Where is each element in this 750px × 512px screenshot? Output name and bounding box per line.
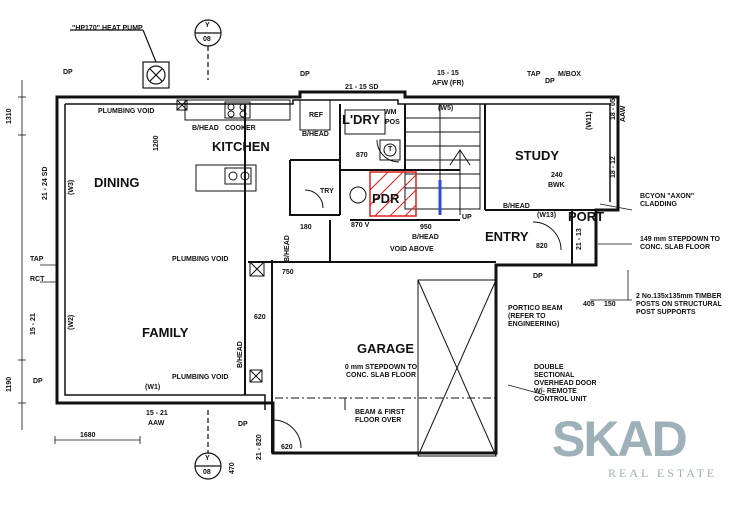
dim-750: 750 [282,269,294,276]
fr-top-label: AFW (FR) [432,80,464,87]
aaw-study-label: AAW [620,105,627,122]
logo-main-text: SKAD [552,411,688,467]
room-label-pdr: PDR [372,191,400,206]
window-w1: (W1) [145,384,161,391]
dim-240: 240 [551,172,563,179]
ref-label: REF [309,112,323,119]
door-swings [272,139,562,449]
heat-pump-label: "HP170" HEAT PUMP [72,25,143,32]
dp-label: DP [33,378,43,385]
room-label-garage: GARAGE [357,341,415,356]
tap-label-left: TAP [30,256,44,263]
section-top-letter: Y [205,22,210,29]
skad-real-estate-logo: SKAD REAL ESTATE [552,410,730,490]
room-label-port: PORT [568,209,605,224]
dp-label: DP [533,273,543,280]
aaw-study-2: 18 - 12 [610,156,617,178]
window-w11: (W11) [586,111,593,130]
rct-label: RCT [30,276,45,283]
bhead-label: B/HEAD [192,125,219,132]
window-w2: (W2) [68,314,75,330]
garage-elements [275,279,497,457]
kitchen-cabinets [184,99,401,192]
bhead-label: B/HEAD [302,131,329,138]
bhead-vertical: B/HEAD [284,235,291,262]
aaw-study-1: 18 - 05 [610,98,617,120]
dimension-lines [18,80,633,444]
room-label-study: STUDY [515,148,560,163]
void-above-label: VOID ABOVE [390,246,434,253]
dim-870v: 870 V [351,222,370,229]
timber-posts-note: 2 No.135x135mm TIMBER POSTS ON STRUCTURA… [636,293,722,316]
bhead-label: B/HEAD [503,203,530,210]
bwk-label: BWK [548,182,565,189]
logo-sub-text: REAL ESTATE [608,466,718,480]
dim-1680: 1680 [80,432,96,439]
dp-label: DP [63,69,73,76]
dp-label: DP [300,71,310,78]
tr-label: TRY [320,188,334,195]
dim-180: 180 [300,224,312,231]
window-w13: (W13) [537,212,557,219]
up-label: UP [462,214,472,221]
dim-1200: 1200 [153,135,160,151]
section-top-num: 08 [203,36,211,43]
room-label-family: FAMILY [142,325,189,340]
mbox-label: M/BOX [558,71,581,78]
room-label-laundry: L'DRY [342,112,380,127]
bcyon-cladding-note: BCYON "AXON" CLADDING [640,193,695,208]
section-markers [70,19,222,480]
window-w5: (W5) [438,105,454,112]
dim-620: 620 [254,314,266,321]
room-label-kitchen: KITCHEN [212,139,270,154]
dp-label: DP [238,421,248,428]
dim-1190: 1190 [6,376,13,392]
afw-top-label: 21 - 15 SD [345,84,379,91]
bhead-vertical: B/HEAD [237,341,244,368]
dim-2120: 21 - 820 [256,434,263,460]
garage-stepdown-note: 0 mm STEPDOWN TO CONC. SLAB FLOOR [344,364,418,379]
bhead-label: B/HEAD [412,234,439,241]
dim-820: 820 [536,243,548,250]
beam-first-floor-note: BEAM & FIRST FLOOR OVER [355,409,405,424]
fr-top-num: 15 - 15 [437,70,459,77]
window-w3: (W3) [68,179,75,195]
plumbing-voids [176,99,265,383]
plumbing-void-label: PLUMBING VOID [172,256,229,263]
pos-label: POS [385,119,400,126]
section-bottom-letter: Y [205,455,210,462]
dim-620-garage: 620 [281,444,293,451]
tub-label: T [388,146,393,153]
overhead-door-note: DOUBLE SECTIONAL OVERHEAD DOOR W/- REMOT… [534,364,597,403]
portico-beam-note: PORTICO BEAM (REFER TO ENGINEERING) [508,305,563,328]
wm-label: WM [384,109,397,116]
plumbing-void-label: PLUMBING VOID [98,108,155,115]
room-label-dining: DINING [94,175,140,190]
plumbing-void-label: PLUMBING VOID [172,374,229,381]
dim-2113: 21 - 13 [576,228,583,250]
dim-950: 950 [420,224,432,231]
room-label-entry: ENTRY [485,229,529,244]
pdr-hatched-area [349,171,442,217]
cooker-label: COOKER [225,125,256,132]
aaw-w1-label: AAW [148,420,165,427]
staircase [404,103,481,215]
dim-870: 870 [356,152,368,159]
dim-150: 150 [604,301,616,308]
aaw-w1-num: 15 - 21 [146,410,168,417]
dim-1310: 1310 [6,108,13,124]
stepdown-149-note: 149 mm STEPDOWN TO CONC. SLAB FLOOR [640,236,721,251]
section-bottom-num: 08 [203,469,211,476]
dim-405: 405 [583,301,595,308]
tap-label: TAP [527,71,541,78]
aaw-left: 21 - 24 SD [42,166,49,200]
dim-470: 470 [229,462,236,474]
dp-label: DP [545,78,555,85]
aaw-family: 15 - 21 [30,313,37,335]
